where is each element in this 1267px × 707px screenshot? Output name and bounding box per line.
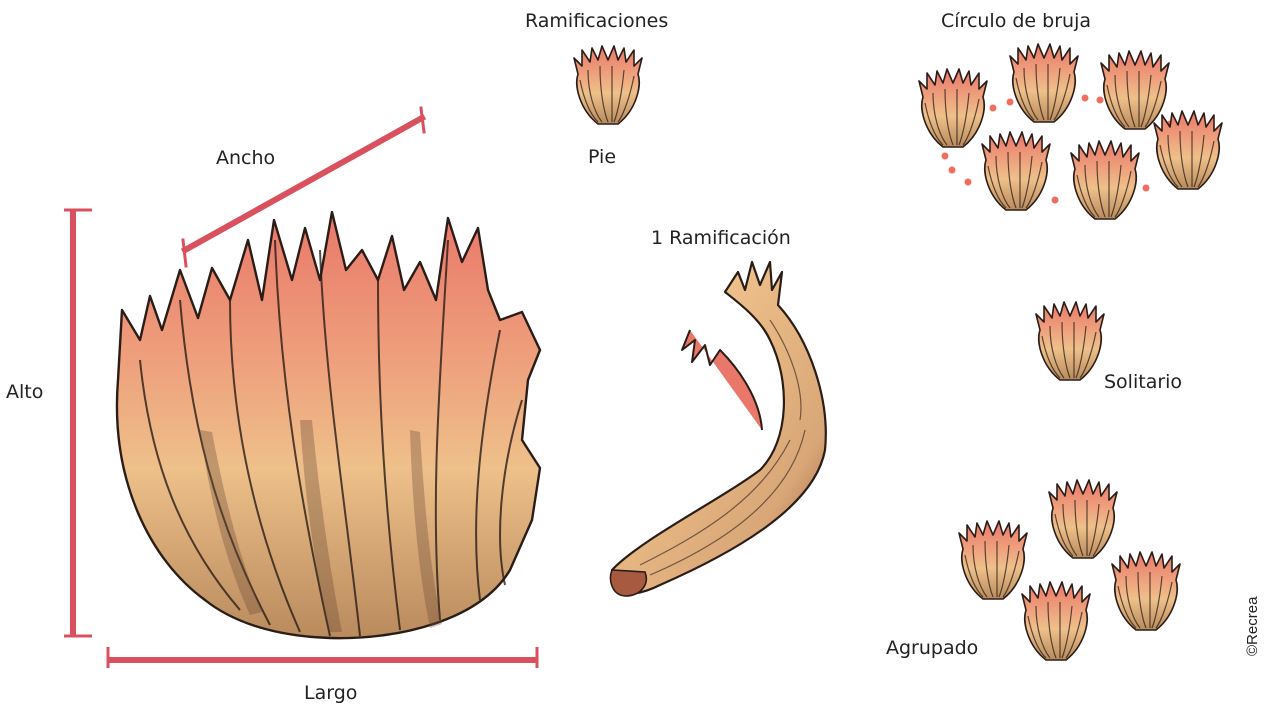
clustered-fungi-group xyxy=(959,480,1180,660)
label-ramificaciones: Ramificaciones xyxy=(525,10,668,32)
witch-ring-group xyxy=(919,44,1222,219)
label-largo: Largo xyxy=(304,682,357,704)
coral-fungus-large-icon xyxy=(117,212,540,638)
label-una-ramificacion: 1 Ramificación xyxy=(651,227,791,249)
single-branch-icon xyxy=(611,262,826,596)
label-circulo-de-bruja: Círculo de bruja xyxy=(941,10,1091,32)
length-measure-bar xyxy=(108,647,537,668)
label-pie: Pie xyxy=(588,146,616,168)
coral-fungus-solitary-icon xyxy=(1036,302,1104,380)
label-ancho: Ancho xyxy=(216,147,275,169)
credit-text: ©Recrea xyxy=(1244,597,1261,656)
label-agrupado: Agrupado xyxy=(886,637,978,659)
coral-fungus-small-icon xyxy=(574,46,642,124)
label-solitario: Solitario xyxy=(1104,371,1182,393)
height-measure-bar xyxy=(64,210,92,636)
label-alto: Alto xyxy=(6,381,43,403)
